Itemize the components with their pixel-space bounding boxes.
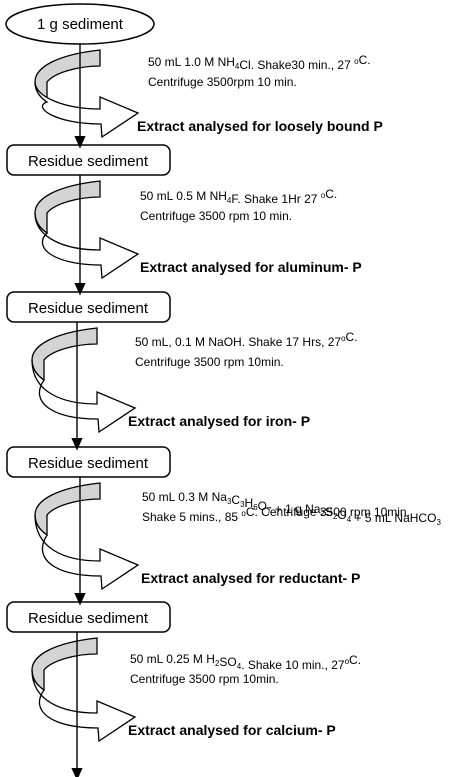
conditions-text: Centrifuge 3500rpm 10 min.	[148, 75, 297, 89]
conditions-text: 50 mL 1.0 M NH	[148, 55, 235, 69]
extract-output-label: Extract analysed for calcium- P	[128, 722, 336, 738]
subscript: 2	[333, 512, 338, 521]
extract-output-label: Extract analysed for iron- P	[128, 413, 310, 429]
extract-output-label: Extract analysed for reductant- P	[141, 570, 360, 586]
conditions-line: 50 mL 0.5 M NH4F. Shake 1Hr 27 oC.	[140, 187, 337, 206]
curved-arrow-shape	[31, 669, 137, 743]
gray-band-shape	[34, 482, 101, 537]
residue-box-label: Residue sediment	[28, 153, 149, 170]
extraction-step-1: 50 mL 1.0 M NH4Cl. Shake30 min., 27 oC.C…	[34, 44, 383, 149]
extraction-step-2: 50 mL 0.5 M NH4F. Shake 1Hr 27 oC. Centri…	[34, 175, 362, 296]
residue-box-shape	[6, 144, 171, 176]
conditions-line: Centrifuge 3500 rpm 10min.	[130, 672, 279, 686]
extraction-step-3: 50 mL, 0.1 M NaOH. Shake 17 Hrs, 27oC. Ce…	[31, 322, 358, 451]
extraction-step-4: 50 mL 0.3 M Na3C3H6O7 + 1 g Na2S2O4 + 5 …	[34, 477, 441, 606]
curved-arrow-shape	[34, 212, 140, 280]
start-node: 1 g sediment	[5, 3, 155, 45]
conditions-text: 50 mL 0.25 M H	[130, 652, 215, 666]
conditions-line: 50 mL, 0.1 M NaOH. Shake 17 Hrs, 27oC.	[135, 330, 358, 349]
subscript: 2	[215, 659, 220, 668]
superscript: o	[341, 334, 346, 343]
residue-box-2: Residue sediment	[6, 291, 171, 323]
gray-band-shape	[34, 180, 101, 235]
conditions-text: 50 mL 0.5 M NH	[140, 189, 227, 203]
conditions-text: C.	[359, 53, 371, 67]
subscript: 4	[235, 62, 240, 71]
residue-box-label: Residue sediment	[28, 610, 149, 627]
conditions-text: C.	[346, 330, 358, 344]
gray-band-shape	[31, 637, 98, 692]
superscript: o	[241, 509, 246, 518]
curved-arrow-shape	[34, 81, 140, 139]
conditions-text: Centrifuge 3500 rpm 10 min.	[140, 209, 292, 223]
subscript: 7	[267, 506, 272, 515]
extract-output-label: Extract analysed for loosely bound P	[137, 118, 383, 134]
subscript: 4	[237, 662, 242, 671]
conditions-line: 50 mL 0.3 M Na3C3H6O7 + 1 g Na2S2O4 + 5 …	[142, 490, 441, 527]
conditions-text: C	[231, 493, 240, 507]
subscript: 3	[227, 497, 232, 506]
conditions-text: 50 mL 0.3 M Na	[142, 490, 227, 504]
steps-layer: 50 mL 1.0 M NH4Cl. Shake30 min., 27 oC.C…	[31, 44, 441, 777]
residue-box-shape	[6, 291, 171, 323]
superscript: o	[321, 191, 326, 200]
conditions-text: C.	[325, 187, 337, 201]
conditions-text: C.	[349, 653, 361, 667]
conditions-text: S	[325, 505, 333, 519]
conditions-text: + 1 g Na	[271, 502, 320, 516]
conditions-line: Centrifuge 3500rpm 10 min.	[148, 75, 297, 89]
conditions-line: 50 mL 0.25 M H2SO4. Shake 10 min., 27oC.	[130, 652, 361, 672]
subscript: 3	[240, 500, 245, 509]
residue-box-4: Residue sediment	[6, 601, 171, 633]
conditions-text: O	[258, 499, 267, 513]
subscript: 6	[253, 503, 258, 512]
conditions-text: Centrifuge 3500 rpm 10min.	[135, 355, 284, 369]
conditions-line: Centrifuge 3500 rpm 10 min.	[140, 209, 292, 223]
extraction-step-5: 50 mL 0.25 M H2SO4. Shake 10 min., 27oC.…	[31, 632, 361, 777]
curved-arrow-shape	[31, 359, 137, 434]
conditions-text: F. Shake 1Hr 27	[231, 192, 320, 206]
residue-box-shape	[6, 446, 171, 478]
curved-arrow-shape	[34, 514, 140, 591]
superscript: o	[345, 657, 350, 666]
conditions-text: SO	[219, 655, 236, 669]
residue-box-label: Residue sediment	[28, 300, 149, 317]
conditions-text: Centrifuge 3500 rpm 10min.	[130, 672, 279, 686]
conditions-text: . Shake 10 min., 27	[241, 658, 345, 672]
conditions-text: Cl. Shake30 min., 27	[239, 58, 354, 72]
conditions-text: Shake 5 mins., 85	[142, 510, 241, 524]
subscript: 3	[436, 518, 441, 527]
residue-box-label: Residue sediment	[28, 455, 149, 472]
conditions-line: Shake 5 mins., 85 oC. Centrifuge 3500 rp…	[142, 505, 410, 524]
conditions-text: C. Centrifuge 3500 rpm 10min.	[246, 505, 410, 519]
conditions-text: 50 mL, 0.1 M NaOH. Shake 17 Hrs, 27	[135, 335, 341, 349]
residue-box-shape	[6, 601, 171, 633]
subscript: 2	[320, 509, 325, 518]
gray-band-shape	[34, 49, 101, 104]
start-node-label: 1 g sediment	[37, 16, 124, 33]
gray-band-shape	[31, 327, 98, 382]
subscript: 4	[227, 196, 232, 205]
conditions-line: Centrifuge 3500 rpm 10min.	[135, 355, 284, 369]
conditions-line: 50 mL 1.0 M NH4Cl. Shake30 min., 27 oC.	[148, 53, 371, 72]
conditions-text: H	[245, 496, 254, 510]
subscript: 4	[347, 515, 352, 524]
conditions-text: O	[337, 508, 346, 522]
superscript: o	[354, 57, 359, 66]
conditions-text: + 5 mL NaHCO	[351, 511, 436, 525]
residue-box-1: Residue sediment	[6, 144, 171, 176]
extract-output-label: Extract analysed for aluminum- P	[140, 259, 362, 275]
residue-box-3: Residue sediment	[6, 446, 171, 478]
